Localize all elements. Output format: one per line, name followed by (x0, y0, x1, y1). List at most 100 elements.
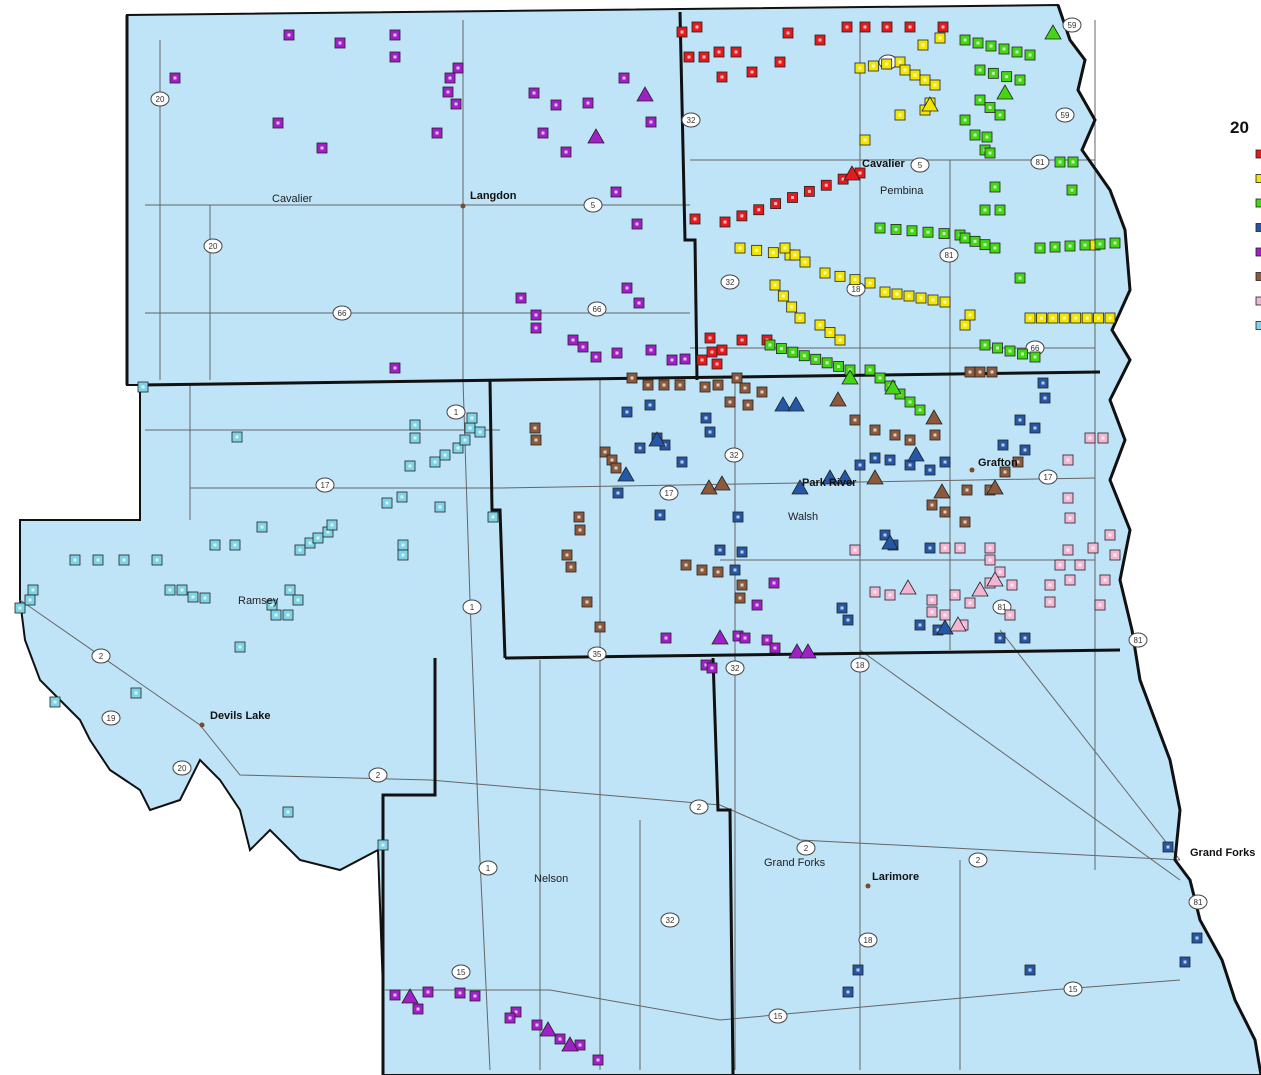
highway-shield-oval (203, 238, 223, 254)
site-marker-square-dot (773, 283, 777, 287)
site-marker-square-dot (203, 596, 207, 600)
place-labels: Cavalier Pembina Ramsey Walsh Nelson Gra… (199, 118, 1255, 889)
site-marker-square-dot (1078, 563, 1082, 567)
site-marker-square (782, 27, 794, 39)
site-marker-square (939, 506, 951, 518)
site-marker-square (712, 379, 724, 391)
site-marker-square-dot (983, 208, 987, 212)
site-marker-square (1074, 559, 1086, 571)
site-marker-square-dot (841, 177, 845, 181)
site-marker-square (537, 127, 549, 139)
site-marker-square (510, 1006, 522, 1018)
highway-shield-oval (681, 112, 701, 128)
site-marker-square-dot (963, 118, 967, 122)
site-marker-square (884, 454, 896, 466)
highway-shield-number: 20 (209, 242, 218, 251)
site-marker-square (316, 142, 328, 154)
site-marker-square (979, 339, 991, 351)
site-marker-square-dot (942, 232, 946, 236)
site-marker-square (964, 366, 976, 378)
site-marker-square-dot (990, 370, 994, 374)
site-marker-triangle (881, 534, 899, 550)
site-marker-square-dot (1113, 553, 1117, 557)
site-marker-square (904, 459, 916, 471)
site-marker-square-dot (871, 64, 875, 68)
site-marker-triangle (936, 619, 954, 635)
site-marker-square-dot (807, 189, 811, 193)
site-marker-square (917, 39, 929, 51)
site-marker-square (841, 21, 853, 33)
highway-shield-number: 18 (852, 285, 861, 294)
site-marker-square-dot (913, 73, 917, 77)
site-marker-square (92, 554, 104, 566)
site-marker-square (292, 594, 304, 606)
site-marker-square (389, 989, 401, 1001)
site-marker-square (528, 87, 540, 99)
site-marker-square (530, 309, 542, 321)
site-marker-square-dot (715, 362, 719, 366)
highway-shield-number: 17 (321, 481, 330, 490)
site-marker-square-dot (670, 358, 674, 362)
site-marker-square-dot (853, 418, 857, 422)
site-marker-square-dot (296, 598, 300, 602)
site-marker-square (642, 379, 654, 391)
highway-shield-oval (858, 932, 878, 948)
site-marker-square-dot (898, 60, 902, 64)
site-marker-square-dot (564, 150, 568, 154)
site-marker-square (824, 327, 836, 338)
highway-shield: 81 (1128, 632, 1148, 648)
site-marker-square-dot (931, 298, 935, 302)
site-marker-square (974, 366, 986, 378)
site-marker-square-dot (704, 416, 708, 420)
site-marker-square-dot (308, 541, 312, 545)
site-marker-square-dot (921, 43, 925, 47)
site-marker-triangle (866, 469, 884, 485)
site-marker-square-dot (578, 528, 582, 532)
site-marker-square-dot (1062, 316, 1066, 320)
site-marker-square-dot (569, 565, 573, 569)
site-marker-square (234, 641, 246, 653)
site-marker-square (699, 381, 711, 393)
town-label-larimore: Larimore (872, 871, 919, 883)
site-marker-square (849, 544, 861, 556)
site-marker-square (761, 634, 773, 646)
site-marker-triangle (986, 571, 1004, 587)
county-border (711, 657, 735, 1075)
site-marker-square-dot (930, 598, 934, 602)
site-marker-square (1109, 549, 1121, 561)
highway-shield-number: 32 (730, 451, 739, 460)
site-marker-square-dot (238, 645, 242, 649)
site-marker-square (927, 294, 939, 306)
site-marker-square-dot (1039, 316, 1043, 320)
site-marker-square-dot (998, 570, 1002, 574)
site-marker-square (412, 1003, 424, 1015)
site-marker-square (504, 1012, 516, 1024)
site-marker-square-dot (704, 663, 708, 667)
highway-shield: 17 (1038, 469, 1058, 485)
road-segment (999, 629, 1181, 861)
site-marker-square-dot (863, 138, 867, 142)
highway-shield-number: 81 (998, 603, 1007, 612)
site-marker-square (450, 98, 462, 110)
site-marker-square (751, 244, 763, 256)
site-marker-square-dot (973, 239, 977, 243)
site-marker-square (631, 218, 643, 230)
site-marker-square (696, 564, 708, 576)
site-marker-square (396, 491, 408, 503)
site-marker-square (794, 312, 806, 324)
site-marker-square-dot (287, 33, 291, 37)
site-marker-square (334, 37, 346, 49)
site-marker-square (734, 242, 746, 254)
highway-shield-oval (172, 760, 192, 776)
site-marker-square-dot (858, 171, 862, 175)
site-marker-square-dot (803, 260, 807, 264)
site-marker-square (676, 26, 688, 38)
site-marker-square-dot (1048, 583, 1052, 587)
site-marker-triangle (841, 369, 859, 385)
site-marker-square-dot (401, 553, 405, 557)
site-marker-square (712, 566, 724, 578)
site-marker-square (981, 131, 993, 143)
site-marker-square (422, 986, 434, 998)
highway-shield-number: 32 (726, 278, 735, 287)
site-marker-square-dot (953, 593, 957, 597)
